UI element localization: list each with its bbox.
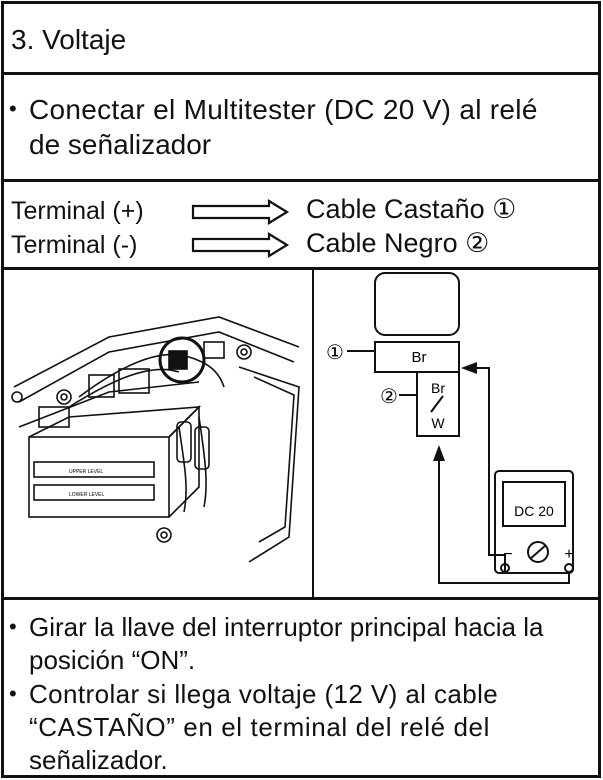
divider — [1, 597, 601, 600]
step-2-line-3: señalizador. — [29, 745, 168, 775]
divider — [1, 179, 601, 182]
panel-divider — [312, 267, 314, 597]
meter-minus-terminal: − — [503, 546, 512, 563]
step-2-line-2: “CASTAÑO” en el terminal del relé del — [29, 712, 490, 742]
divider — [1, 72, 601, 75]
bullet-marker: • — [9, 96, 17, 121]
instruction-line-1: Conectar el Multitester (DC 20 V) al rel… — [29, 94, 538, 125]
step-1-line-2: posición “ON”. — [29, 645, 196, 675]
arrow-right-icon — [191, 232, 290, 258]
cable-black: Cable Negro ② — [306, 228, 490, 258]
section-title: 3. Voltaje — [11, 24, 127, 55]
wiring-schematic: Br Br W ① ② DC 20 − + — [326, 272, 574, 584]
connector-bw-label-bottom: W — [431, 415, 445, 431]
terminal-minus: Terminal (-) — [11, 231, 138, 259]
callout-2: ② — [380, 384, 398, 408]
arrow-head — [433, 445, 445, 461]
terminal-plus: Terminal (+) — [11, 197, 144, 225]
cable-brown: Cable Castaño ① — [306, 194, 517, 224]
upper-level-label: UPPER LEVEL — [69, 469, 103, 475]
instruction-line-2: de señalizador — [29, 129, 212, 160]
divider — [1, 267, 601, 270]
arrow-head — [461, 362, 477, 374]
step-1-line-1: Girar la llave del interruptor principal… — [29, 612, 544, 642]
bullet-marker: • — [9, 614, 17, 639]
connector-brown-label: Br — [412, 349, 427, 366]
lower-level-label: LOWER LEVEL — [69, 492, 105, 498]
connector-bw-label-top: Br — [431, 380, 445, 396]
relay-location-drawing: UPPER LEVEL LOWER LEVEL — [11, 316, 300, 563]
multimeter-body — [494, 470, 574, 574]
meter-display-value: DC 20 — [514, 503, 554, 519]
bullet-marker: • — [9, 681, 17, 706]
relay-body — [374, 272, 460, 336]
meter-plus-terminal: + — [564, 546, 573, 563]
arrow-right-icon — [191, 199, 290, 225]
step-2-line-1: Controlar si llega voltaje (12 V) al cab… — [29, 679, 499, 709]
multimeter-display — [502, 481, 566, 527]
connector-brown-white — [416, 371, 460, 437]
callout-1: ① — [326, 340, 344, 364]
